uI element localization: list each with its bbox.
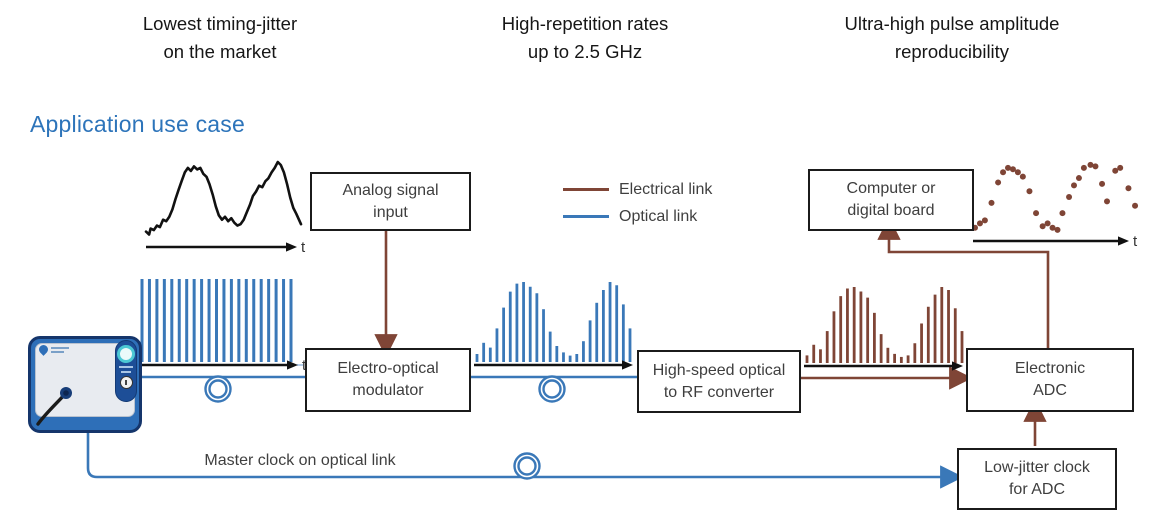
laser-control-strip [115,340,137,402]
electro-optical-modulator-box: Electro-optical modulator [305,348,471,412]
optical-link-swatch [563,215,609,218]
logo-text-lines [51,345,69,353]
section-title: Application use case [30,111,245,137]
fiber-coil-icon [204,375,232,403]
modulated-optical-pulse-train: t [474,282,642,374]
uniform-optical-pulse-train: t [140,279,307,374]
laser-brand-logo [37,343,69,356]
sampled-data-scatter: t [972,161,1139,250]
legend-label-electrical: Electrical link [619,180,713,198]
fiber-coil-icon [538,375,566,403]
low-jitter-clock-box: Low-jitter clock for ADC [957,448,1117,510]
legend-row-optical: Optical link [563,203,712,230]
electrical-link-swatch [563,188,609,191]
computer-digital-board-box: Computer or digital board [808,169,974,231]
analog-signal-input-box: Analog signal input [310,172,471,231]
legend: Electrical link Optical link [563,176,712,230]
axis-label-t: t [1133,233,1138,250]
analog-signal-waveform: t [144,160,306,256]
benefit-header-reproducibility: Ultra-high pulse amplitude reproducibili… [844,13,1060,62]
benefit-header-repetition-rate: High-repetition rates up to 2.5 GHz [501,13,669,62]
legend-row-electrical: Electrical link [563,176,712,203]
axis-label-t: t [302,357,307,374]
fiber-output-cable [36,387,72,426]
emission-caption [119,366,133,368]
laser-device [28,336,142,433]
master-clock-label: Master clock on optical link [204,452,396,469]
power-caption [121,371,131,373]
fiber-coil-icon [513,452,541,480]
modulated-electrical-pulse-train: t [804,287,972,375]
emission-indicator-lamp [117,345,135,363]
benefit-header-timing-jitter: Lowest timing-jitter on the market [142,13,298,62]
axis-label-t: t [301,239,306,256]
legend-label-optical: Optical link [619,207,698,225]
power-key-switch [119,376,133,389]
optical-to-rf-converter-box: High-speed optical to RF converter [637,350,801,413]
electronic-adc-box: Electronic ADC [966,348,1134,412]
